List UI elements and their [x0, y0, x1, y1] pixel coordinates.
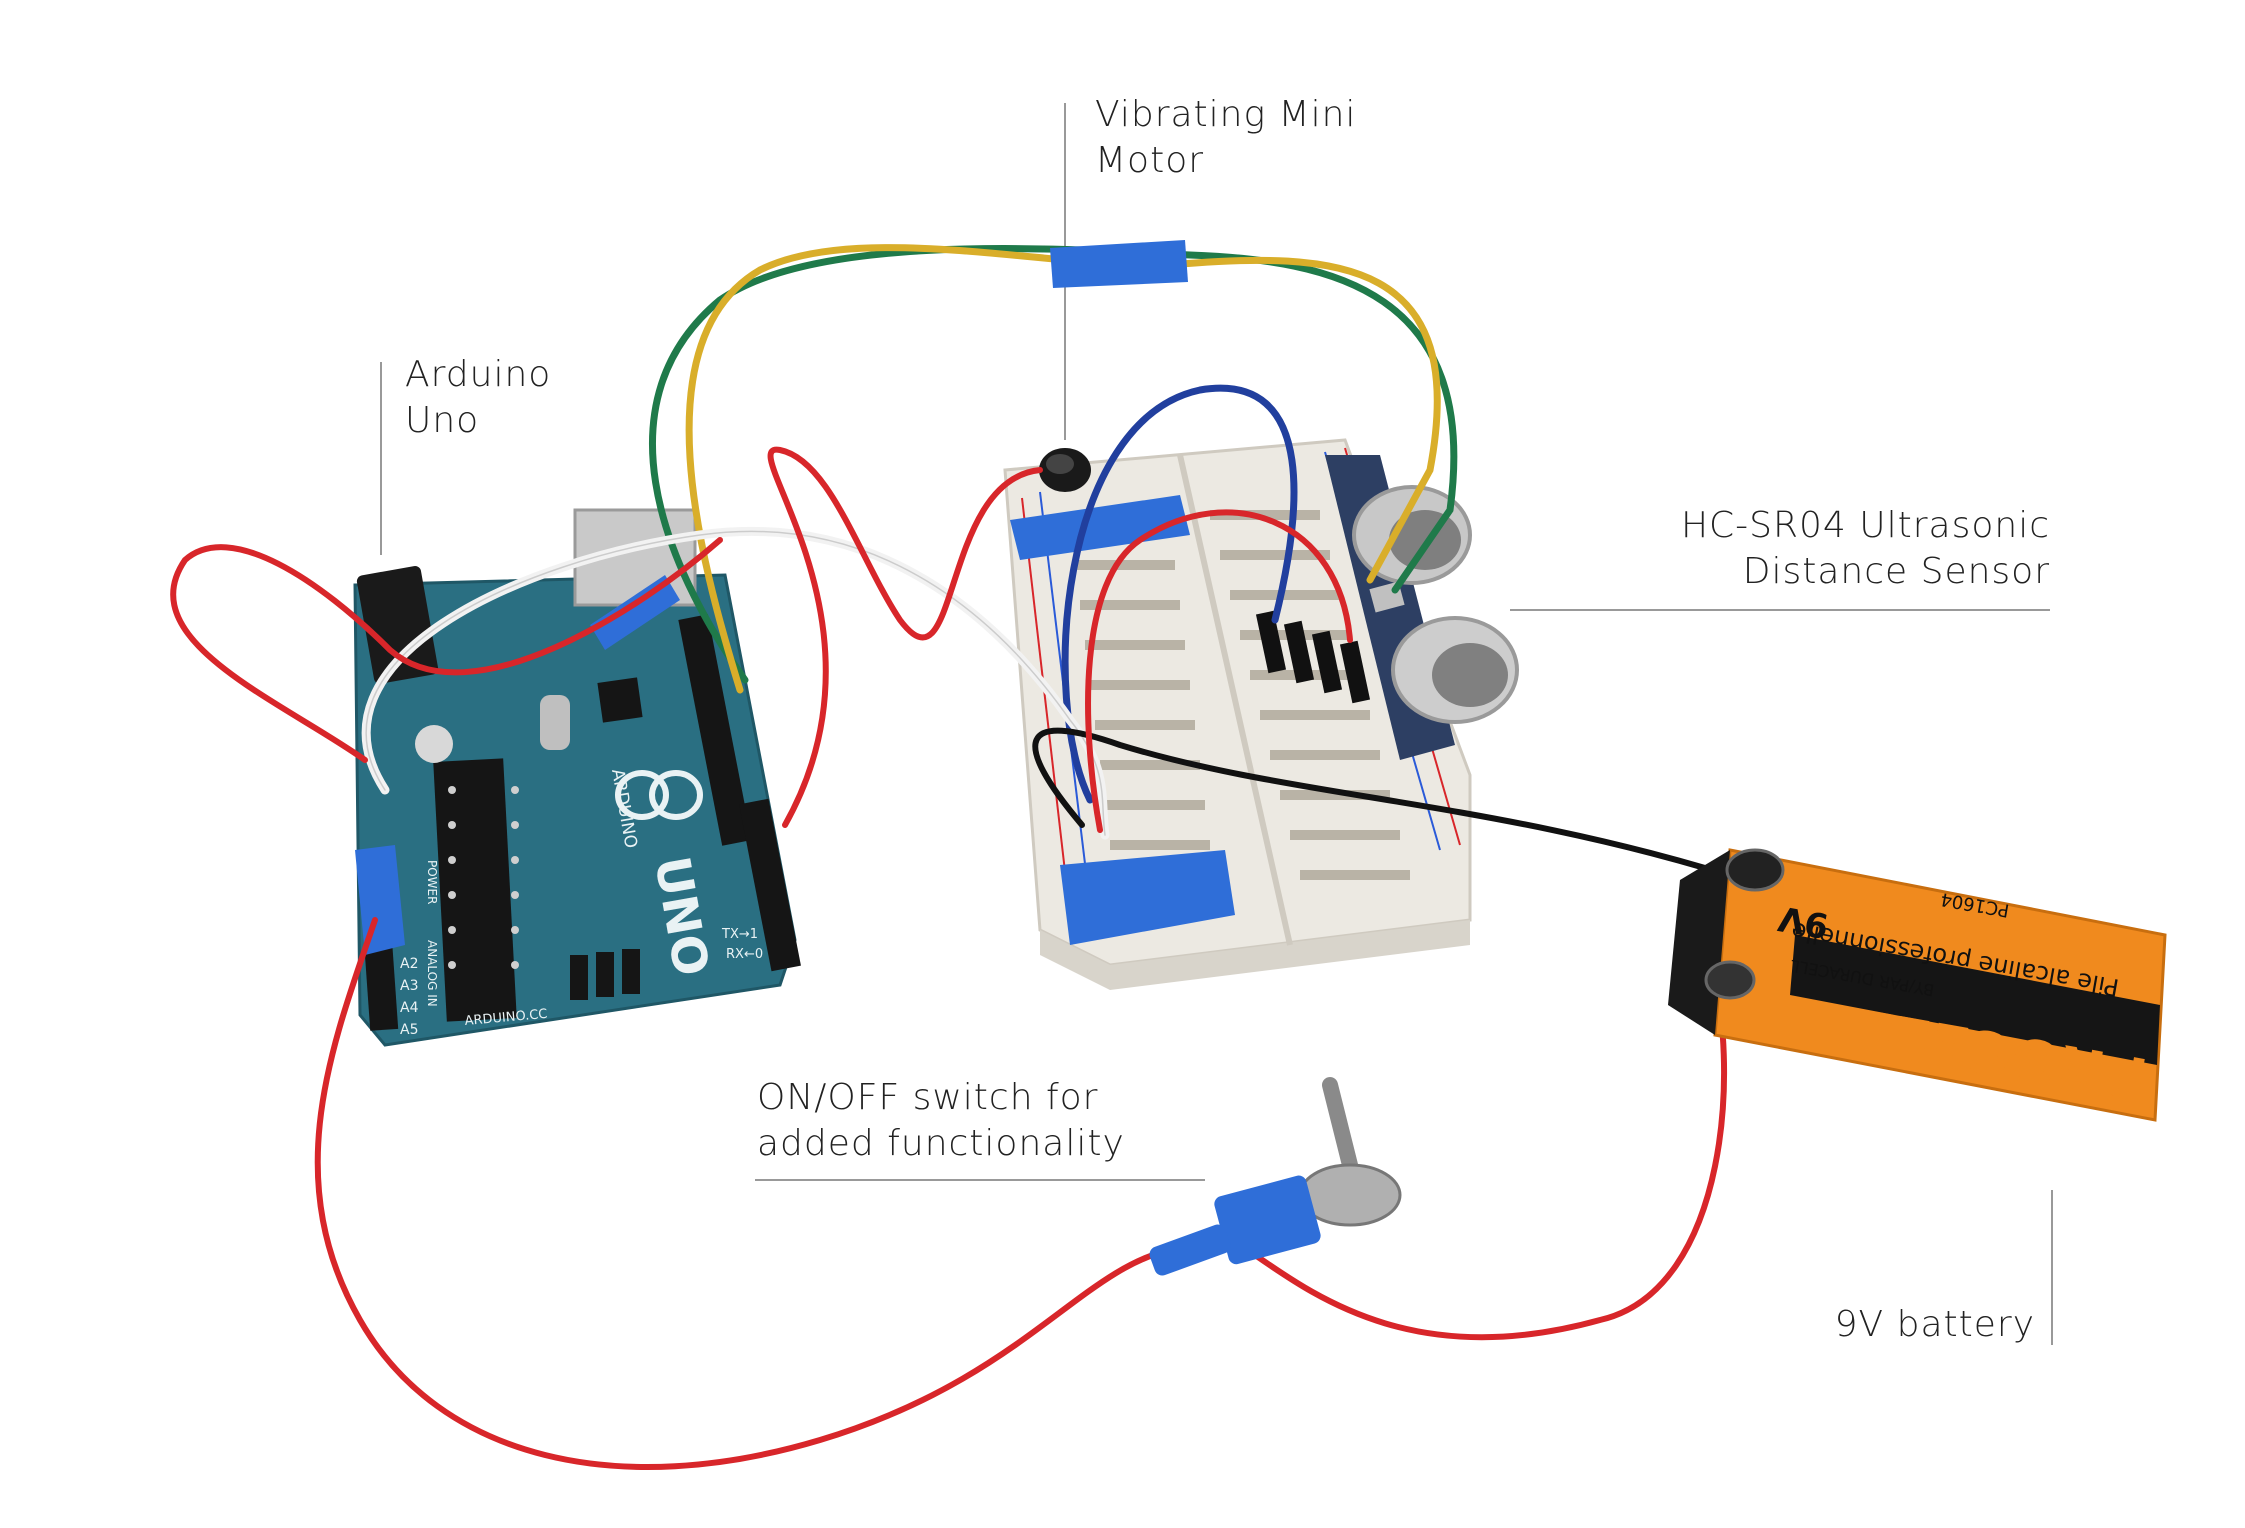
label-arduino-uno: Arduino Uno — [405, 352, 551, 444]
digital-header — [678, 614, 752, 846]
label-on-off-switch-line2: added functionality — [757, 1123, 1125, 1164]
dc-jack — [356, 566, 439, 684]
tape-breadboard-top — [1010, 495, 1190, 560]
wire-red-switch — [314, 917, 1173, 1470]
pin-label-a5: A5 — [400, 1022, 418, 1038]
label-9v-battery-line1: 9V battery — [1834, 1304, 2035, 1345]
pin-label-a2: A2 — [400, 956, 418, 972]
label-arduino-uno-line2: Uno — [405, 400, 480, 441]
pin-label-a3: A3 — [400, 978, 418, 994]
tape-arduino-top — [590, 575, 680, 650]
analog-in-label: ANALOG IN — [425, 940, 439, 1007]
label-on-off-switch-line1: ON/OFF switch for — [757, 1077, 1099, 1118]
label-on-off-switch: ON/OFF switch for added functionality — [757, 1075, 1125, 1167]
wire-red-uno-breadboard — [767, 446, 1043, 828]
wire-black — [1032, 727, 1763, 888]
wires — [170, 244, 1763, 1470]
label-9v-battery: 9V battery — [1835, 1302, 2035, 1348]
ultrasonic-sensor — [1255, 455, 1519, 760]
label-arduino-uno-line1: Arduino — [405, 354, 552, 395]
wire-yellow — [685, 244, 1441, 694]
crystal — [540, 695, 570, 750]
tape-wire-top — [1050, 240, 1188, 288]
arduino-board: UNO ARDUINO ARDUINO.CC POWER ANALOG IN A… — [353, 508, 801, 1047]
wire-red-loop — [170, 537, 723, 763]
rx-label: RX←0 — [726, 947, 763, 962]
icsp-header — [570, 949, 640, 1000]
toggle-switch — [1149, 1077, 1402, 1276]
tape-arduino-left — [355, 845, 405, 955]
tape-breadboard-bottom — [1060, 850, 1235, 945]
wire-red-sensor — [1085, 509, 1353, 833]
label-ultrasonic-sensor-line1: HC-SR04 Ultrasonic — [1680, 505, 2050, 546]
arduino-logo — [615, 770, 703, 820]
pin-label-a4: A4 — [400, 1000, 419, 1016]
power-label: POWER — [425, 860, 439, 904]
wire-blue — [1061, 384, 1298, 804]
capacitor — [415, 725, 453, 763]
battery-9v: 9V PROCELL BY/PAR DURACELL Pile alcaline… — [1668, 848, 2167, 1122]
battery-voltage-text: 9V — [1775, 897, 1832, 945]
digital-header-lower — [739, 798, 801, 972]
label-ultrasonic-sensor-line2: Distance Sensor — [1742, 551, 2050, 592]
label-vibrating-motor-line2: Motor — [1095, 140, 1205, 181]
label-ultrasonic-sensor: HC-SR04 Ultrasonic Distance Sensor — [1681, 503, 2050, 595]
vibrating-motor — [1039, 448, 1091, 492]
label-vibrating-motor: Vibrating Mini Motor — [1095, 92, 1356, 184]
usb-chip — [597, 677, 643, 723]
atmega-chip — [433, 758, 517, 1022]
label-vibrating-motor-line1: Vibrating Mini — [1095, 94, 1357, 135]
tx-label: TX→1 — [721, 927, 758, 942]
board-site: ARDUINO.CC — [464, 1007, 548, 1029]
